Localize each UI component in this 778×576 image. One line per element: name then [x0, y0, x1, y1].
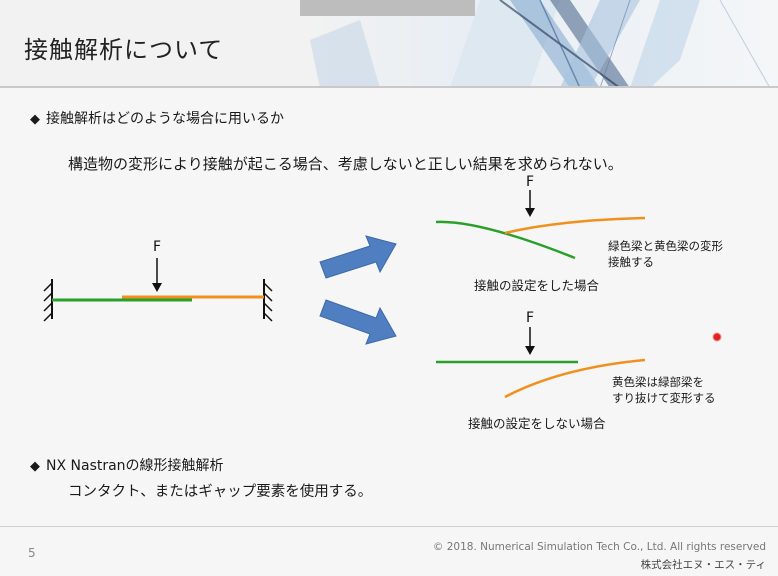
contact-case-diagram: F: [435, 174, 646, 260]
left-beam-model: F: [43, 239, 273, 322]
force-arrowhead-left: [152, 283, 162, 292]
slide-header: 接触解析について: [0, 0, 778, 88]
note-contact-line-2: 接触する: [608, 255, 654, 269]
green-beam-contact: [435, 220, 576, 260]
no-contact-case-diagram: F: [436, 310, 646, 399]
right-support-hatch: [263, 282, 273, 322]
force-label-left: F: [153, 239, 161, 255]
copyright-text: © 2018. Numerical Simulation Tech Co., L…: [432, 541, 766, 553]
header-top-bar: [300, 0, 475, 16]
bullet-item-1: ◆ 接触解析はどのような場合に用いるか: [30, 108, 284, 128]
laser-pointer-dot: [712, 332, 722, 342]
left-support-hatch: [43, 282, 53, 322]
note-contact-line-1: 緑色梁と黄色梁の変形: [608, 239, 723, 253]
bullet-1-description: 構造物の変形により接触が起こる場合、考慮しないと正しい結果を求められない。: [68, 155, 623, 173]
diamond-bullet-icon: ◆: [30, 112, 40, 127]
footer-divider: [0, 526, 778, 527]
diamond-bullet-icon: ◆: [30, 459, 40, 474]
note-no-contact: 黄色梁は緑部梁を すり抜けて変形する: [612, 374, 716, 406]
caption-with-contact: 接触の設定をした場合: [474, 278, 600, 293]
page-number: 5: [28, 546, 36, 560]
bullet-2-text: NX Nastranの線形接触解析: [46, 458, 224, 474]
header-divider: [0, 86, 778, 88]
blue-arrow-up: [319, 235, 397, 279]
bullet-1-text: 接触解析はどのような場合に用いるか: [46, 111, 284, 127]
orange-beam-no-contact: [504, 358, 646, 399]
orange-beam-contact: [504, 216, 646, 235]
note-contact: 緑色梁と黄色梁の変形 接触する: [608, 238, 723, 270]
note-no-contact-line-1: 黄色梁は緑部梁を: [612, 375, 704, 389]
slide-title: 接触解析について: [24, 36, 224, 64]
blue-arrow-down: [319, 299, 397, 345]
bullet-2-description: コンタクト、またはギャップ要素を使用する。: [68, 484, 373, 500]
note-no-contact-line-2: すり抜けて変形する: [612, 391, 716, 405]
force-arrowhead-top: [525, 208, 535, 217]
bullet-item-2: ◆ NX Nastranの線形接触解析: [30, 455, 224, 475]
caption-without-contact: 接触の設定をしない場合: [468, 416, 606, 431]
force-label-top: F: [526, 174, 534, 190]
company-name: 株式会社エヌ・エス・ティ: [640, 559, 766, 571]
force-label-bottom: F: [526, 310, 534, 326]
force-arrowhead-bottom: [525, 346, 535, 355]
